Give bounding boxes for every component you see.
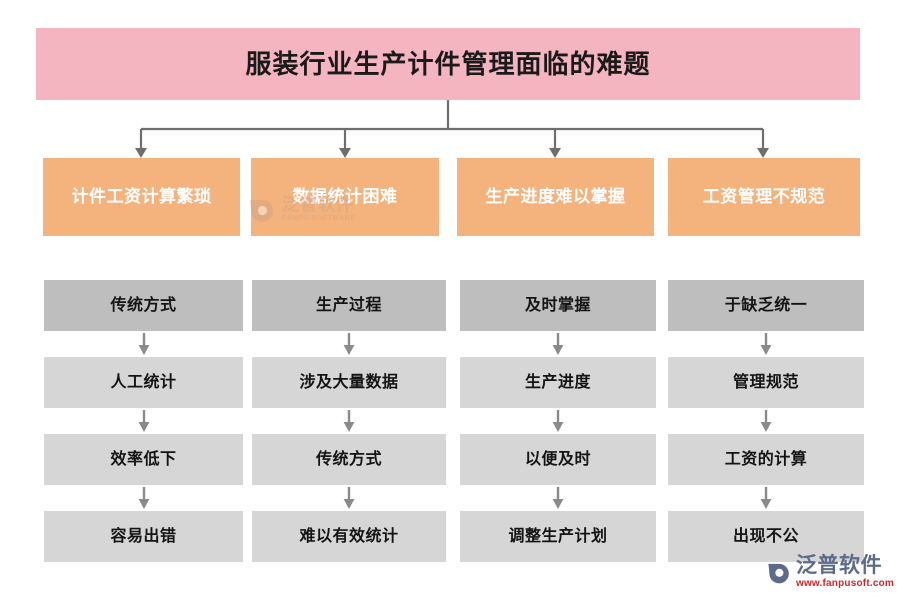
step-box-0-0[interactable]: 传统方式 xyxy=(44,280,243,331)
diagram-title-banner: 服装行业生产计件管理面临的难题 xyxy=(36,28,860,100)
step-label-2-0: 及时掌握 xyxy=(524,296,591,314)
step-arrow-2-0 xyxy=(552,333,564,355)
brand-logo: 泛普软件 www.fanpusoft.com xyxy=(766,549,894,595)
step-label-2-2: 以便及时 xyxy=(524,450,591,468)
step-label-2-1: 生产进度 xyxy=(524,373,591,391)
fanpu-logo-icon xyxy=(768,563,789,584)
step-label-3-3: 出现不公 xyxy=(732,527,799,545)
step-box-0-1[interactable]: 人工统计 xyxy=(44,357,243,408)
category-row: 计件工资计算繁琐 数据统计困难 生产进度难以掌握 工资管理不规范 xyxy=(0,158,900,236)
step-label-1-1: 涉及大量数据 xyxy=(299,373,399,391)
category-box-1[interactable]: 数据统计困难 xyxy=(251,158,439,236)
brand-logo-words: 泛普软件 www.fanpusoft.com xyxy=(796,555,894,589)
category-label-2: 生产进度难以掌握 xyxy=(485,186,626,206)
step-box-2-2[interactable]: 以便及时 xyxy=(460,434,656,485)
step-arrow-2-2 xyxy=(552,487,564,509)
step-label-0-1: 人工统计 xyxy=(110,373,177,391)
step-column-2: 及时掌握 生产进度 以便及时 调整生产计划 xyxy=(460,280,656,565)
connector-arrow-0 xyxy=(135,148,147,158)
step-label-1-0: 生产过程 xyxy=(315,296,382,314)
step-arrow-3-0 xyxy=(760,333,772,355)
page-title: 服装行业生产计件管理面临的难题 xyxy=(245,49,651,79)
step-label-0-0: 传统方式 xyxy=(110,296,177,314)
step-arrow-1-2 xyxy=(343,487,355,509)
step-box-2-0[interactable]: 及时掌握 xyxy=(460,280,656,331)
step-grid: 传统方式 人工统计 效率低下 容易出错 xyxy=(0,280,900,565)
step-label-2-3: 调整生产计划 xyxy=(508,527,608,545)
step-box-2-3[interactable]: 调整生产计划 xyxy=(460,511,656,562)
step-box-0-3[interactable]: 容易出错 xyxy=(44,511,243,562)
step-box-3-0[interactable]: 于缺乏统一 xyxy=(668,280,864,331)
step-arrow-2-1 xyxy=(552,410,564,432)
step-box-1-3[interactable]: 难以有效统计 xyxy=(252,511,446,562)
step-arrow-3-2 xyxy=(760,487,772,509)
step-label-3-0: 于缺乏统一 xyxy=(724,296,808,314)
connector-arrow-2 xyxy=(549,148,561,158)
category-box-2[interactable]: 生产进度难以掌握 xyxy=(457,158,654,236)
step-arrow-0-1 xyxy=(138,410,149,432)
step-column-1: 生产过程 涉及大量数据 传统方式 难以有效统计 xyxy=(252,280,446,565)
step-arrow-0-0 xyxy=(138,333,149,355)
brand-name: 泛普软件 xyxy=(795,554,882,577)
step-arrow-3-1 xyxy=(760,410,772,432)
category-box-3[interactable]: 工资管理不规范 xyxy=(668,158,860,236)
step-label-1-3: 难以有效统计 xyxy=(299,527,399,545)
step-arrow-0-2 xyxy=(138,487,149,509)
step-label-3-1: 管理规范 xyxy=(732,373,799,391)
brand-url: www.fanpusoft.com xyxy=(795,578,894,589)
step-label-1-2: 传统方式 xyxy=(315,450,382,468)
step-box-3-2[interactable]: 工资的计算 xyxy=(668,434,864,485)
step-box-3-1[interactable]: 管理规范 xyxy=(668,357,864,408)
step-box-1-0[interactable]: 生产过程 xyxy=(252,280,446,331)
step-column-3: 于缺乏统一 管理规范 工资的计算 出现不公 xyxy=(668,280,864,565)
step-label-3-2: 工资的计算 xyxy=(724,450,808,468)
step-box-0-2[interactable]: 效率低下 xyxy=(44,434,243,485)
category-box-0[interactable]: 计件工资计算繁琐 xyxy=(43,158,240,236)
step-label-0-2: 效率低下 xyxy=(110,450,177,468)
step-box-2-1[interactable]: 生产进度 xyxy=(460,357,656,408)
step-arrow-1-1 xyxy=(343,410,355,432)
category-label-3: 工资管理不规范 xyxy=(702,186,826,206)
category-label-1: 数据统计困难 xyxy=(292,186,398,206)
connector-arrow-1 xyxy=(339,148,351,158)
step-box-3-3[interactable]: 出现不公 xyxy=(668,511,864,562)
step-box-1-1[interactable]: 涉及大量数据 xyxy=(252,357,446,408)
step-label-0-3: 容易出错 xyxy=(110,527,177,545)
connector-arrow-3 xyxy=(757,148,769,158)
step-box-1-2[interactable]: 传统方式 xyxy=(252,434,446,485)
category-label-0: 计件工资计算繁琐 xyxy=(71,186,212,206)
step-column-0: 传统方式 人工统计 效率低下 容易出错 xyxy=(44,280,243,565)
step-arrow-1-0 xyxy=(343,333,355,355)
